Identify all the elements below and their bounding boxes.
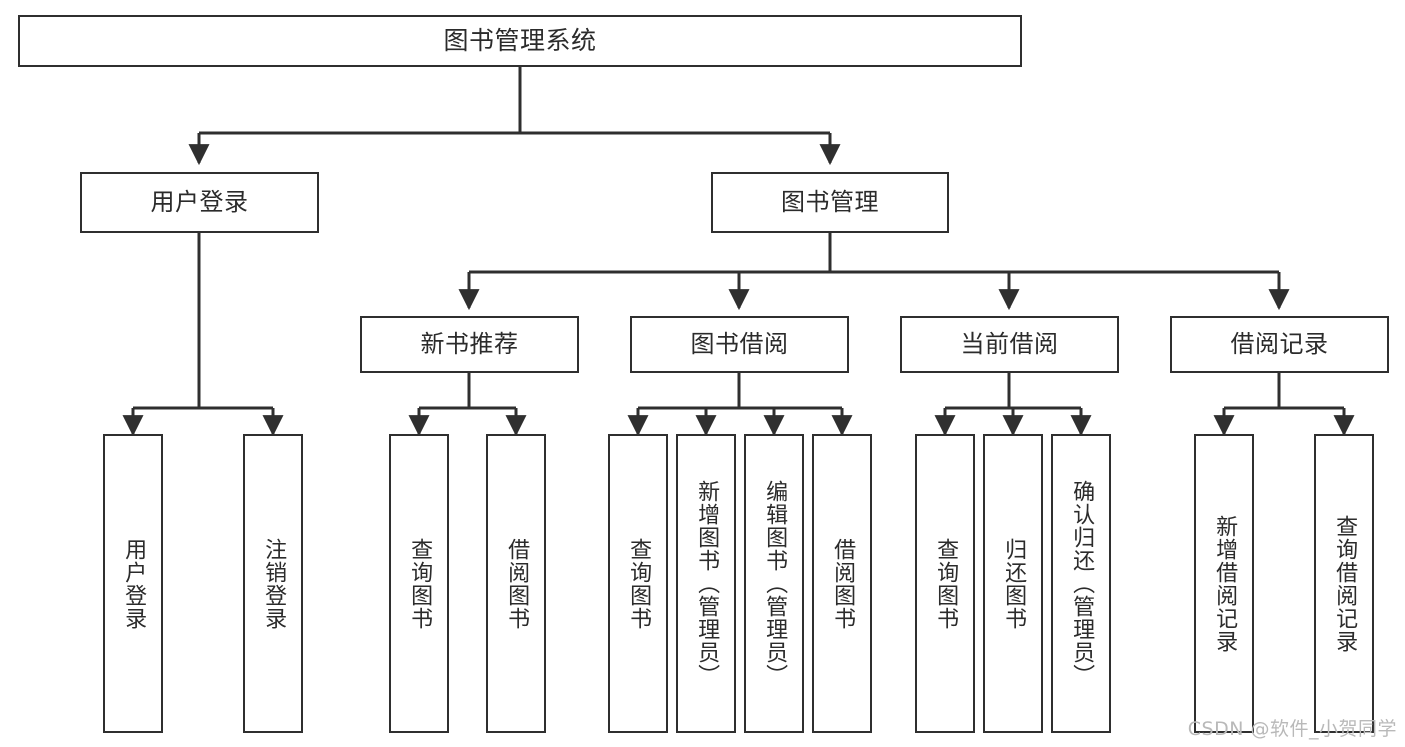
watermark-text: CSDN @软件_小贺同学 [1187, 718, 1397, 740]
node-book-management[interactable]: 图书管理 [711, 172, 949, 233]
node-label: 用户登录 [150, 188, 249, 217]
leaf-add-book[interactable]: 新增图书（管理员） [676, 434, 736, 733]
leaf-add-borrow-record[interactable]: 新增借阅记录 [1194, 434, 1254, 733]
node-root-book-management-system[interactable]: 图书管理系统 [18, 15, 1022, 67]
leaf-label: 借阅图书 [830, 537, 856, 630]
leaf-query-book-recommend[interactable]: 查询图书 [389, 434, 449, 733]
leaf-edit-book[interactable]: 编辑图书（管理员） [744, 434, 804, 733]
leaf-borrow-book-recommend[interactable]: 借阅图书 [486, 434, 546, 733]
leaf-user-login[interactable]: 用户登录 [103, 434, 163, 733]
node-label: 图书管理系统 [443, 26, 597, 56]
leaf-logout-login[interactable]: 注销登录 [243, 434, 303, 733]
leaf-label: 查询图书 [626, 537, 652, 630]
leaf-label: 归还图书 [1001, 537, 1027, 630]
leaf-label: 确认归还（管理员） [1069, 480, 1095, 687]
node-current-borrow[interactable]: 当前借阅 [900, 316, 1119, 373]
leaf-label: 用户登录 [121, 537, 147, 630]
node-book-borrow[interactable]: 图书借阅 [630, 316, 849, 373]
leaf-return-book[interactable]: 归还图书 [983, 434, 1043, 733]
node-new-book-recommend[interactable]: 新书推荐 [360, 316, 579, 373]
leaf-label: 新增借阅记录 [1212, 514, 1238, 653]
node-label: 当前借阅 [960, 330, 1059, 359]
node-label: 图书借阅 [690, 330, 789, 359]
leaf-label: 查询图书 [407, 537, 433, 630]
leaf-label: 注销登录 [261, 537, 287, 630]
node-label: 新书推荐 [420, 330, 519, 359]
leaf-query-book-current[interactable]: 查询图书 [915, 434, 975, 733]
leaf-borrow-book[interactable]: 借阅图书 [812, 434, 872, 733]
node-borrow-record[interactable]: 借阅记录 [1170, 316, 1389, 373]
leaf-query-book-borrow[interactable]: 查询图书 [608, 434, 668, 733]
leaf-label: 查询借阅记录 [1332, 514, 1358, 653]
leaf-label: 借阅图书 [504, 537, 530, 630]
leaf-label: 编辑图书（管理员） [762, 480, 788, 687]
leaf-label: 新增图书（管理员） [694, 480, 720, 687]
node-user-login[interactable]: 用户登录 [80, 172, 319, 233]
leaf-query-borrow-record[interactable]: 查询借阅记录 [1314, 434, 1374, 733]
node-label: 借阅记录 [1230, 330, 1329, 359]
leaf-label: 查询图书 [933, 537, 959, 630]
leaf-confirm-return[interactable]: 确认归还（管理员） [1051, 434, 1111, 733]
node-label: 图书管理 [781, 188, 879, 217]
